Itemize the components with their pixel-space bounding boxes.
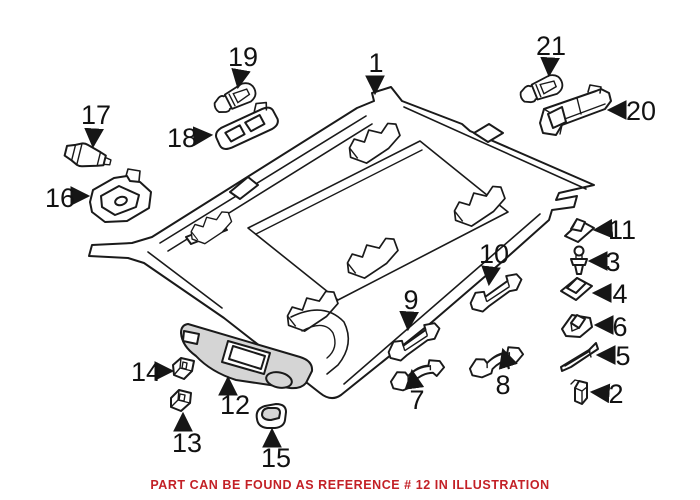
part-drawing-clip-13: [170, 389, 192, 412]
arrow-17: [84, 127, 104, 149]
callout-arrows: [70, 56, 627, 448]
part-label-14: 14: [131, 357, 161, 387]
part-drawing-bulb-21: [516, 71, 567, 108]
part-label-18: 18: [167, 123, 197, 153]
part-drawing-clip-4: [560, 277, 593, 301]
part-drawing-clip-6: [561, 314, 593, 338]
part-label-12: 12: [220, 390, 250, 420]
arrow-11: [592, 218, 614, 239]
part-labels: 1 2 3 4 5 6 7 8 9 10 11 12 13 14 15 16 1…: [45, 31, 656, 473]
arrow-21: [540, 56, 560, 78]
part-drawing-bulb-19: [210, 78, 260, 119]
part-label-8: 8: [495, 370, 510, 400]
part-drawing-pin-3: [570, 245, 588, 275]
arrow-18: [192, 126, 214, 147]
part-label-11: 11: [608, 215, 636, 245]
part-label-17: 17: [81, 100, 111, 130]
part-drawing-reading-lamp-18: [215, 101, 279, 150]
part-label-1: 1: [368, 48, 383, 78]
part-drawing-bracket-11: [564, 218, 595, 243]
arrow-8: [498, 347, 518, 370]
part-label-3: 3: [605, 247, 620, 277]
arrow-7: [404, 368, 425, 390]
part-drawing-bracket-5: [560, 342, 599, 372]
part-label-20: 20: [626, 96, 656, 126]
part-label-21: 21: [536, 31, 566, 61]
part-label-16: 16: [45, 183, 75, 213]
part-label-13: 13: [172, 428, 202, 458]
part-label-10: 10: [479, 239, 509, 269]
part-label-19: 19: [228, 42, 258, 72]
part-label-7: 7: [409, 385, 424, 415]
part-drawing-hook-cover-15: [255, 403, 287, 429]
part-label-4: 4: [612, 279, 627, 309]
arrow-10: [481, 265, 501, 287]
part-drawing-clip-2: [570, 379, 588, 405]
part-label-9: 9: [403, 285, 418, 315]
arrow-2: [589, 383, 611, 404]
part-label-5: 5: [615, 341, 630, 371]
part-label-15: 15: [261, 443, 291, 473]
part-label-2: 2: [608, 379, 623, 409]
part-drawing-interior-lamp-16: [89, 168, 152, 223]
part-drawing-reading-lamp-20: [539, 84, 612, 136]
part-drawing-festoon-bulb-17: [63, 142, 112, 168]
reference-note: PART CAN BE FOUND AS REFERENCE # 12 IN I…: [150, 478, 550, 492]
arrow-19: [231, 67, 251, 90]
arrow-9: [399, 310, 419, 332]
part-drawing-headliner: [88, 86, 595, 399]
part-label-6: 6: [612, 312, 627, 342]
part-drawing-clip-14: [172, 357, 195, 380]
part-drawing-sun-visor-12: [180, 323, 314, 390]
